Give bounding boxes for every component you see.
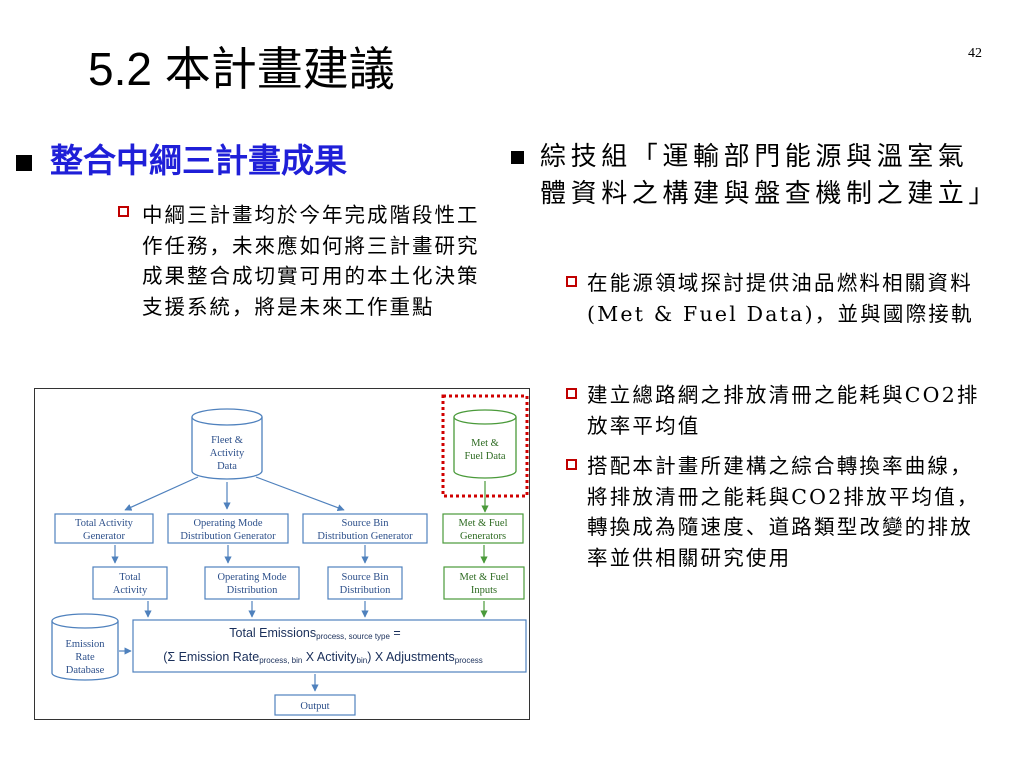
svg-text:Generator: Generator (83, 531, 125, 542)
svg-text:Source Bin: Source Bin (342, 518, 390, 529)
svg-text:Met & Fuel: Met & Fuel (459, 518, 508, 529)
svg-text:Distribution: Distribution (340, 585, 392, 596)
arrow-fleet-source (255, 476, 345, 512)
left-heading: 整合中綱三計畫成果 (50, 141, 347, 180)
svg-text:Output: Output (300, 701, 329, 712)
right-sub-text-2: 建立總路網之排放清冊之能耗與CO2排放率平均值 (587, 383, 980, 438)
emission-rate-database: Emission Rate Database (51, 613, 119, 681)
svg-text:Rate: Rate (75, 652, 95, 663)
source-bin-distribution-box: Source Bin Distribution (327, 566, 403, 600)
highlight-box (441, 394, 529, 498)
svg-text:Total Activity: Total Activity (75, 518, 134, 529)
svg-text:Total Emissionsprocess, source: Total Emissionsprocess, source type = (229, 626, 400, 641)
sub-bullet-right-2 (566, 388, 577, 399)
bullet-square-left (16, 155, 32, 171)
met-fuel-inputs-box: Met & Fuel Inputs (443, 566, 525, 600)
right-sub-text-1: 在能源領域探討提供油品燃料相關資料(Met & Fuel Data)，並與國際接… (587, 271, 974, 326)
output-box: Output (274, 694, 356, 716)
total-emissions-equation: Total Emissionsprocess, source type = (Σ… (132, 619, 527, 673)
source-bin-generator: Source Bin Distribution Generator (302, 513, 428, 544)
right-main-text: 綜技組「運輸部門能源與溫室氣體資料之構建與盤查機制之建立」 (540, 142, 1000, 209)
met-db-line2: Fuel Data (464, 451, 505, 462)
met-db-line1: Met & (471, 438, 499, 449)
svg-text:Inputs: Inputs (471, 585, 497, 596)
fleet-db-line1: Fleet & (211, 435, 243, 446)
right-sub-text-3: 搭配本計畫所建構之綜合轉換率曲線，將排放清冊之能耗與CO2排放平均值，轉換成為隨… (587, 454, 980, 570)
svg-text:Met & Fuel: Met & Fuel (460, 572, 509, 583)
fleet-db-line2: Activity (210, 448, 245, 459)
svg-text:Operating Mode: Operating Mode (193, 518, 262, 529)
arrow-fleet-total (124, 476, 199, 511)
svg-text:Total: Total (119, 572, 141, 583)
svg-text:Distribution Generator: Distribution Generator (317, 531, 413, 542)
fleet-activity-database: Fleet & Activity Data (191, 408, 263, 480)
fleet-db-line3: Data (217, 461, 237, 472)
left-bullet-text: 中綱三計畫均於今年完成階段性工作任務，未來應如何將三計畫研究成果整合成切實可用的… (142, 203, 480, 319)
sub-bullet-right-3 (566, 459, 577, 470)
met-fuel-generators: Met & Fuel Generators (442, 513, 524, 544)
svg-text:Database: Database (66, 665, 105, 676)
total-activity-generator: Total Activity Generator (54, 513, 154, 544)
operating-mode-distribution-box: Operating Mode Distribution (204, 566, 300, 600)
svg-text:Emission: Emission (65, 639, 105, 650)
bullet-square-right (511, 151, 524, 164)
svg-text:Generators: Generators (460, 531, 506, 542)
flow-diagram-svg: Fleet & Activity Data Met & Fuel Data To… (51, 394, 529, 716)
page-number: 42 (968, 46, 982, 61)
svg-text:Distribution Generator: Distribution Generator (180, 531, 276, 542)
svg-text:Distribution: Distribution (227, 585, 279, 596)
sub-bullet-left (118, 206, 129, 217)
svg-text:Activity: Activity (113, 585, 148, 596)
svg-text:Operating Mode: Operating Mode (217, 572, 286, 583)
met-fuel-database: Met & Fuel Data (453, 409, 517, 479)
total-activity-box: Total Activity (92, 566, 168, 600)
slide-title: 5.2 本計畫建議 (88, 43, 395, 95)
emission-flow-diagram: Fleet & Activity Data Met & Fuel Data To… (34, 388, 530, 720)
svg-text:(Σ Emission Rateprocess, bin X: (Σ Emission Rateprocess, bin X Activityb… (163, 650, 483, 665)
sub-bullet-right-1 (566, 276, 577, 287)
svg-text:Source Bin: Source Bin (342, 572, 390, 583)
operating-mode-generator: Operating Mode Distribution Generator (167, 513, 289, 544)
